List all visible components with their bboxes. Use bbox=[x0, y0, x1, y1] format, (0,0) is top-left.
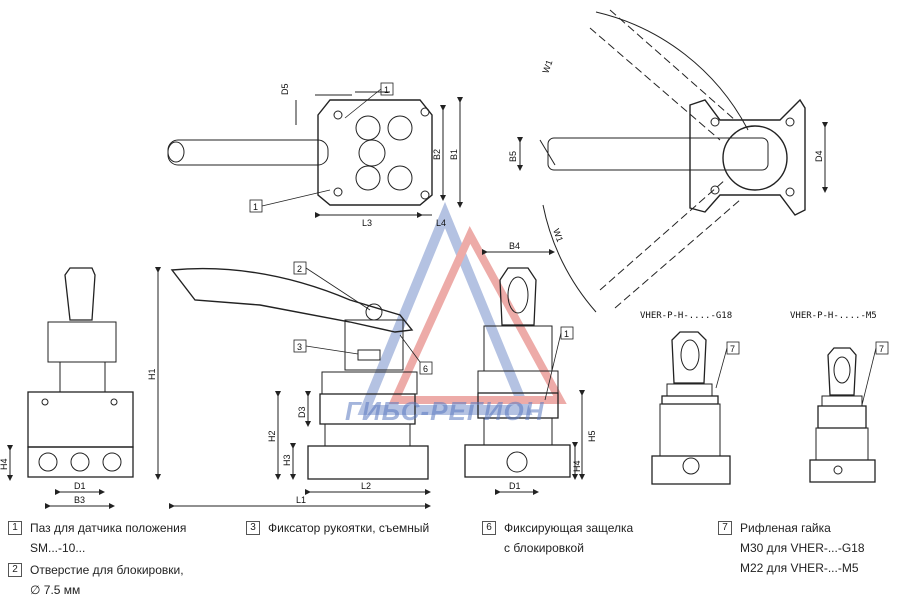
dim-w1-top: W1 bbox=[540, 59, 554, 75]
callout-boxes bbox=[249, 82, 889, 406]
legend-text: Рифленая гайка M30 для VHER-...-G18 M22 … bbox=[740, 518, 865, 578]
callout-numbers: 1 1 2 3 6 1 7 7 bbox=[253, 85, 884, 374]
dim-h4-left: H4 bbox=[0, 458, 9, 470]
top-view bbox=[167, 91, 463, 218]
legend-col-1: 1 Паз для датчика положения SM...-10... … bbox=[8, 518, 186, 600]
g18-view bbox=[651, 331, 731, 485]
legend-num: 1 bbox=[8, 521, 22, 535]
legend-line: SM...-10... bbox=[30, 541, 86, 555]
dim-w1-bottom: W1 bbox=[551, 227, 565, 243]
legend-line: с блокировкой bbox=[504, 541, 584, 555]
legend-item-1: 1 Паз для датчика положения SM...-10... bbox=[8, 518, 186, 558]
dim-b4: B4 bbox=[509, 241, 520, 251]
legend-line: M22 для VHER-...-M5 bbox=[740, 561, 859, 575]
dim-l4: L4 bbox=[436, 218, 446, 228]
dim-d5: D5 bbox=[280, 83, 290, 95]
legend-col-2: 3 Фиксатор рукоятки, съемный bbox=[246, 518, 429, 538]
dim-h3: H3 bbox=[282, 454, 292, 466]
legend-num: 6 bbox=[482, 521, 496, 535]
callout-6: 6 bbox=[423, 364, 428, 374]
m5-view bbox=[809, 347, 876, 483]
callout-1-top: 1 bbox=[384, 85, 389, 95]
watermark-logo bbox=[357, 201, 567, 415]
callout-2: 2 bbox=[297, 264, 302, 274]
dim-d1-side: D1 bbox=[509, 481, 521, 491]
legend-line: Паз для датчика положения bbox=[30, 521, 187, 535]
dim-d3: D3 bbox=[297, 406, 307, 418]
dim-l2: L2 bbox=[361, 481, 371, 491]
front-view bbox=[155, 267, 431, 509]
legend-item-2: 2 Отверстие для блокировки, ∅ 7.5 мм bbox=[8, 560, 186, 600]
legend-col-3: 6 Фиксирующая защелка с блокировкой bbox=[482, 518, 633, 558]
callout-1-side: 1 bbox=[564, 329, 569, 339]
dimension-labels: D5 B2 B1 L3 L4 W1 W1 B5 D4 H1 H2 H3 D3 L… bbox=[0, 59, 877, 505]
legend-num: 3 bbox=[246, 521, 260, 535]
legend-text: Фиксирующая защелка с блокировкой bbox=[504, 518, 633, 558]
dim-h4-side: H4 bbox=[572, 460, 582, 472]
callout-3: 3 bbox=[297, 342, 302, 352]
legend-line: M30 для VHER-...-G18 bbox=[740, 541, 865, 555]
legend-line: Рифленая гайка bbox=[740, 521, 831, 535]
dim-b3: B3 bbox=[74, 495, 85, 505]
dim-d1-left: D1 bbox=[74, 481, 86, 491]
legend-col-4: 7 Рифленая гайка M30 для VHER-...-G18 M2… bbox=[718, 518, 865, 578]
callout-7-g18: 7 bbox=[730, 344, 735, 354]
legend-text: Паз для датчика положения SM...-10... bbox=[30, 518, 186, 558]
rotation-view bbox=[517, 9, 828, 313]
legend-item-3: 3 Фиксатор рукоятки, съемный bbox=[246, 518, 429, 538]
callout-1-bottom: 1 bbox=[253, 202, 258, 212]
dim-l1: L1 bbox=[296, 495, 306, 505]
watermark-text: ГИБС-РЕГИОН bbox=[345, 396, 545, 426]
dim-b1: B1 bbox=[449, 149, 459, 160]
legend-num: 2 bbox=[8, 563, 22, 577]
legend-line: Фиксатор рукоятки, съемный bbox=[268, 521, 430, 535]
dim-h2: H2 bbox=[267, 430, 277, 442]
legend-item-7: 7 Рифленая гайка M30 для VHER-...-G18 M2… bbox=[718, 518, 865, 578]
dim-b2: B2 bbox=[432, 149, 442, 160]
dim-b5: B5 bbox=[508, 151, 518, 162]
left-view bbox=[7, 267, 134, 509]
legend-text: Отверстие для блокировки, ∅ 7.5 мм bbox=[30, 560, 184, 600]
dim-l3: L3 bbox=[362, 218, 372, 228]
callout-7-m5: 7 bbox=[879, 344, 884, 354]
legend-line: ∅ 7.5 мм bbox=[30, 583, 81, 597]
side-view bbox=[464, 249, 585, 495]
variant-m5-label: VHER-P-H-....-M5 bbox=[790, 311, 877, 321]
legend-item-6: 6 Фиксирующая защелка с блокировкой bbox=[482, 518, 633, 558]
legend-line: Отверстие для блокировки, bbox=[30, 563, 184, 577]
dim-h5: H5 bbox=[587, 430, 597, 442]
variant-g18-label: VHER-P-H-....-G18 bbox=[640, 311, 732, 321]
legend-num: 7 bbox=[718, 521, 732, 535]
legend-line: Фиксирующая защелка bbox=[504, 521, 634, 535]
dim-h1: H1 bbox=[147, 368, 157, 380]
dim-d4: D4 bbox=[814, 150, 824, 162]
